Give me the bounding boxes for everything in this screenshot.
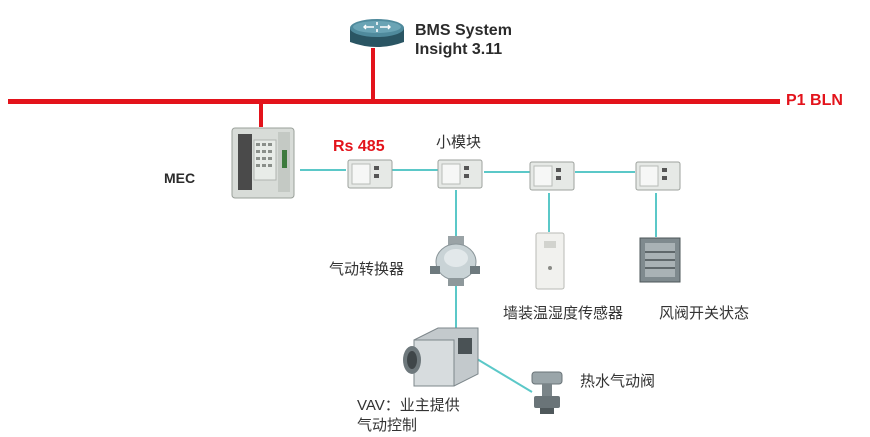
pneumatic-converter-icon <box>430 236 480 286</box>
mec-controller-icon <box>231 127 295 199</box>
vav-label-line1: VAV：业主提供 <box>357 396 460 416</box>
bms-system-label: BMS System Insight 3.11 <box>415 21 512 59</box>
vav-label: VAV：业主提供 气动控制 <box>357 396 460 436</box>
pneumatic-converter-label: 气动转换器 <box>329 261 405 278</box>
wall-sensor-label: 墙装温湿度传感器 <box>503 305 624 322</box>
vav-label-line2: 气动控制 <box>357 417 418 434</box>
small-module-3-icon <box>529 161 575 191</box>
vav-box-icon <box>403 327 479 387</box>
mec-drop-line <box>259 103 263 127</box>
small-module-4-icon <box>635 161 681 191</box>
hot-water-valve-icon <box>531 371 563 414</box>
p1-bln-label: P1 BLN <box>786 92 843 109</box>
small-module-label: 小模块 <box>436 134 482 151</box>
wall-sensor-icon <box>535 232 565 290</box>
small-module-1-icon <box>347 159 393 189</box>
vav-label-text: VAV：业主提供 <box>357 397 460 414</box>
p1-bln-bus-line <box>8 99 780 104</box>
rs485-links <box>300 169 657 393</box>
damper-icon <box>639 237 681 283</box>
bms-system-version: Insight 3.11 <box>415 41 503 58</box>
bms-system-name: BMS System <box>415 22 512 39</box>
router-icon <box>350 19 404 47</box>
damper-status-label: 风阀开关状态 <box>659 305 750 322</box>
rs485-label: Rs 485 <box>333 138 385 155</box>
small-module-2-icon <box>437 159 483 189</box>
hot-water-valve-label: 热水气动阀 <box>580 373 656 390</box>
mec-label: MEC <box>164 170 196 186</box>
bms-drop-line <box>371 48 375 100</box>
